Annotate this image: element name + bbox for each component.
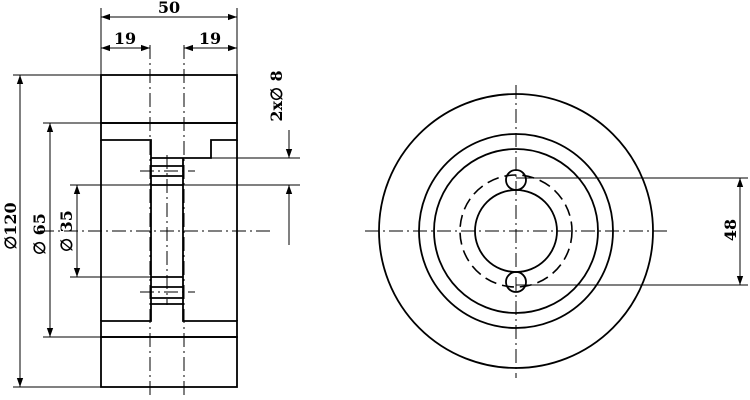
dim-hole-spacing: 48 [721,219,740,241]
hub-top [100,122,238,159]
front-view: 48 [365,85,748,378]
section-view: 50 19 19 2x∅ 8 ∅120 ∅ 65 ∅ 35 [1,0,300,395]
dim-right-offset: 19 [199,29,221,48]
dim-overall-width: 50 [158,0,180,17]
hub-bottom [100,303,238,338]
outer-ring-top [100,74,238,124]
dim-diameter-inner: ∅ 35 [57,210,76,252]
dim-hole-spec: 2x∅ 8 [267,70,286,121]
outer-ring-bottom [100,336,238,388]
dim-diameter-mid: ∅ 65 [30,213,49,255]
dim-diameter-outer: ∅120 [1,202,20,249]
dim-left-offset: 19 [114,29,136,48]
